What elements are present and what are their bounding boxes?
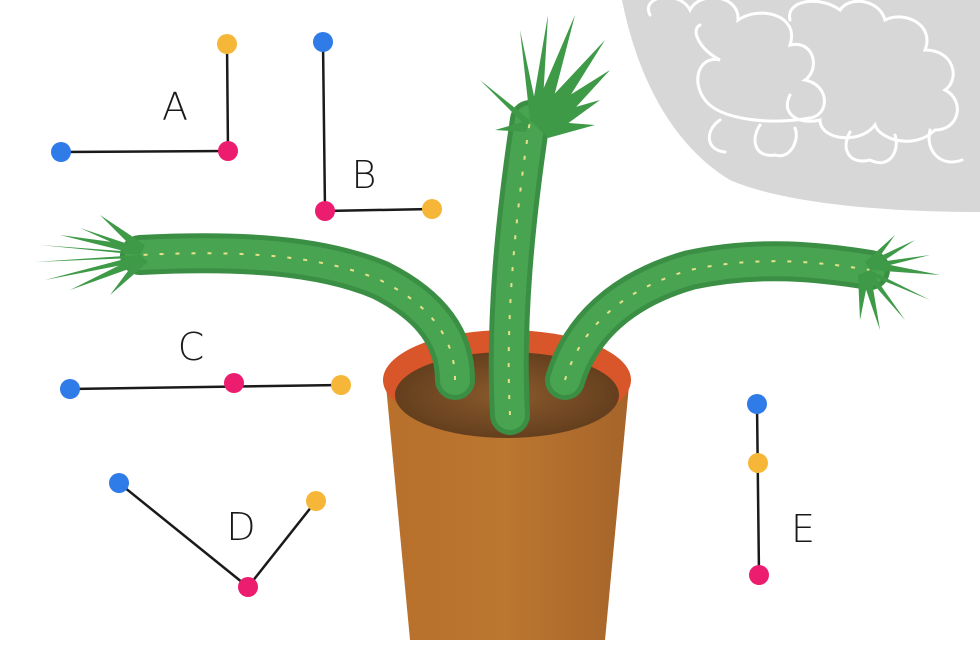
label-a: A <box>162 85 188 129</box>
cloud-icon <box>622 0 980 212</box>
blue-dot <box>109 473 129 493</box>
pink-dot <box>238 577 258 597</box>
label-c: C <box>178 325 205 369</box>
pink-dot <box>749 565 769 585</box>
yellow-dot <box>748 453 768 473</box>
yellow-dot <box>422 199 442 219</box>
connector-c: C <box>60 325 351 399</box>
connector-d: D <box>109 473 326 597</box>
label-d: D <box>226 505 255 549</box>
yellow-dot <box>331 375 351 395</box>
blue-dot <box>313 32 333 52</box>
label-e: E <box>791 507 815 551</box>
connector-a: A <box>51 34 238 162</box>
connector-e: E <box>747 394 815 585</box>
pot <box>385 375 630 640</box>
blue-dot <box>51 142 71 162</box>
pink-dot <box>224 373 244 393</box>
label-b: B <box>352 153 377 197</box>
blue-dot <box>747 394 767 414</box>
cactus-plant-icon <box>35 15 940 640</box>
pink-dot <box>315 201 335 221</box>
blue-dot <box>60 379 80 399</box>
yellow-dot <box>217 34 237 54</box>
yellow-dot <box>306 491 326 511</box>
connector-b: B <box>313 32 442 221</box>
pink-dot <box>218 141 238 161</box>
